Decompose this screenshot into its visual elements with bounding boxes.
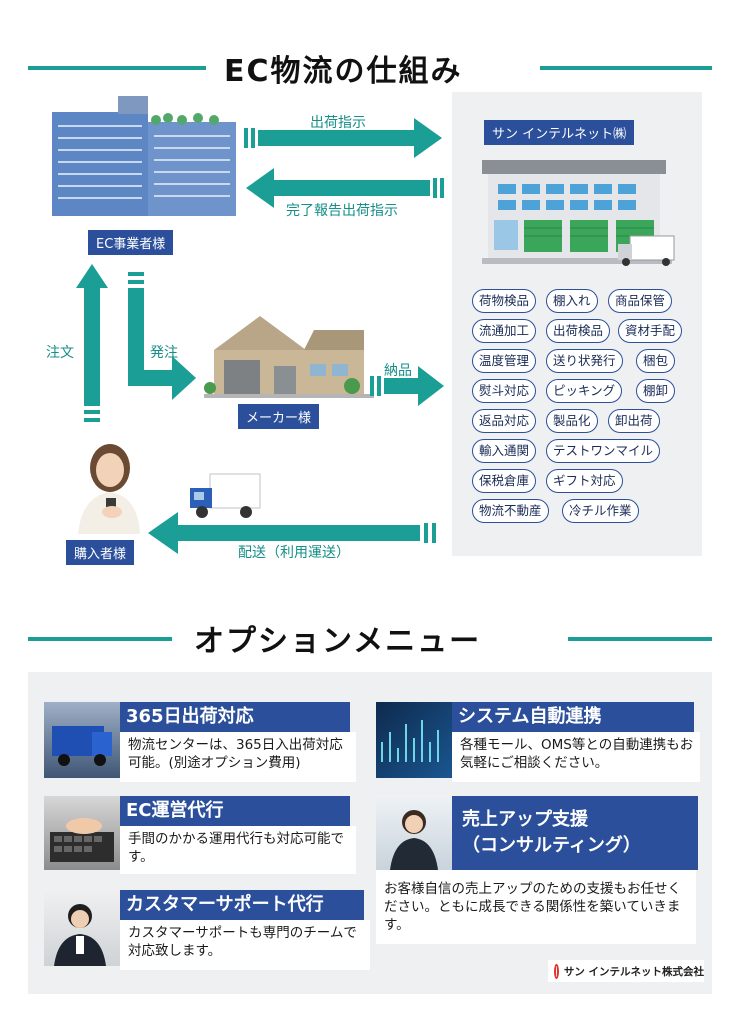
service-item: 温度管理 <box>472 349 537 373</box>
arrow-shipping-delivery <box>148 512 436 554</box>
service-item: 荷物検品 <box>472 289 537 313</box>
factory-illustration <box>204 316 374 398</box>
order-label: 注文 <box>46 345 74 361</box>
option-title-sales-support-line2: （コンサルティング） <box>462 835 641 856</box>
buyer-label: 購入者様 <box>66 540 135 565</box>
arrow-completion-report <box>246 168 444 208</box>
logo-mark-icon <box>554 963 559 979</box>
option-rule-left <box>28 637 172 641</box>
service-item: 資材手配 <box>618 319 683 343</box>
consultant-photo <box>376 796 452 870</box>
service-item: ギフト対応 <box>546 469 623 493</box>
service-item: 商品保管 <box>608 289 673 313</box>
delivery-truck-illustration <box>190 473 261 518</box>
arrow-delivery <box>370 366 444 406</box>
service-item: 流通加工 <box>472 319 537 343</box>
option-title-customer-support: カスタマーサポート代行 <box>120 890 364 920</box>
service-item: 物流不動産 <box>472 499 549 523</box>
ec-business-label: EC事業者様 <box>88 230 174 255</box>
service-item: ピッキング <box>546 379 623 403</box>
section-title-options: オプションメニュー <box>194 624 482 659</box>
service-item: 出荷検品 <box>546 319 611 343</box>
option-title-system: システム自動連携 <box>452 702 694 732</box>
service-item: 棚入れ <box>546 289 598 313</box>
keyboard-photo <box>44 796 120 870</box>
service-item: 冷チル作業 <box>562 499 639 523</box>
office-building-illustration <box>52 96 236 216</box>
service-item: 卸出荷 <box>608 409 660 433</box>
shipping-instruction-label: 出荷指示 <box>310 115 366 131</box>
service-item: 保税倉庫 <box>472 469 537 493</box>
title-rule-left <box>28 66 206 70</box>
option-title-ec-operation: EC運営代行 <box>120 796 350 826</box>
service-item: 梱包 <box>636 349 676 373</box>
service-item: 棚卸 <box>636 379 676 403</box>
option-body-customer-support: カスタマーサポートも専門のチームで対応致します。 <box>120 920 370 970</box>
option-body-system: 各種モール、OMS等との自動連携もお気軽にご相談ください。 <box>452 732 700 782</box>
service-item: 製品化 <box>546 409 598 433</box>
company-logo-text: サン インテルネット株式会社 <box>563 965 704 978</box>
service-item: テストワンマイル <box>546 439 661 463</box>
option-body-ec-operation: 手間のかかる運用代行も対応可能です。 <box>120 826 356 874</box>
section-title-ec-logistics: EC物流の仕組み <box>224 54 463 89</box>
option-rule-right <box>568 637 712 641</box>
service-item: 返品対応 <box>472 409 537 433</box>
delivery-label: 納品 <box>384 363 412 379</box>
company-logo: サン インテルネット株式会社 <box>548 960 704 982</box>
completion-report-label: 完了報告出荷指示 <box>286 203 398 219</box>
option-title-sales-support: 売上アップ支援 （コンサルティング） <box>452 796 698 870</box>
shipping-label: 配送（利用運送） <box>238 545 350 561</box>
service-item: 送り状発行 <box>546 349 623 373</box>
option-title-365: 365日出荷対応 <box>120 702 350 732</box>
warehouse-illustration <box>482 160 675 266</box>
arrow-purchase-order <box>128 272 196 400</box>
service-item: 輸入通関 <box>472 439 537 463</box>
truck-photo <box>44 702 120 778</box>
company-label: サン インテルネット㈱ <box>484 120 635 145</box>
arrow-shipping-instruction <box>244 118 442 158</box>
maker-label: メーカー様 <box>238 404 320 429</box>
support-staff-photo <box>44 890 120 966</box>
option-title-sales-support-line1: 売上アップ支援 <box>462 809 588 830</box>
service-item: 熨斗対応 <box>472 379 537 403</box>
option-body-sales-support: お客様自信の売上アップのための支援もお任せください。ともに成長できる関係性を築い… <box>376 870 696 944</box>
buyer-person-illustration <box>78 444 140 534</box>
option-body-365: 物流センターは、365日入出荷対応可能。(別途オプション費用) <box>120 732 356 782</box>
title-rule-right <box>540 66 712 70</box>
system-data-photo <box>376 702 452 778</box>
arrow-order-up <box>76 264 108 422</box>
purchase-order-label: 発注 <box>150 345 178 361</box>
